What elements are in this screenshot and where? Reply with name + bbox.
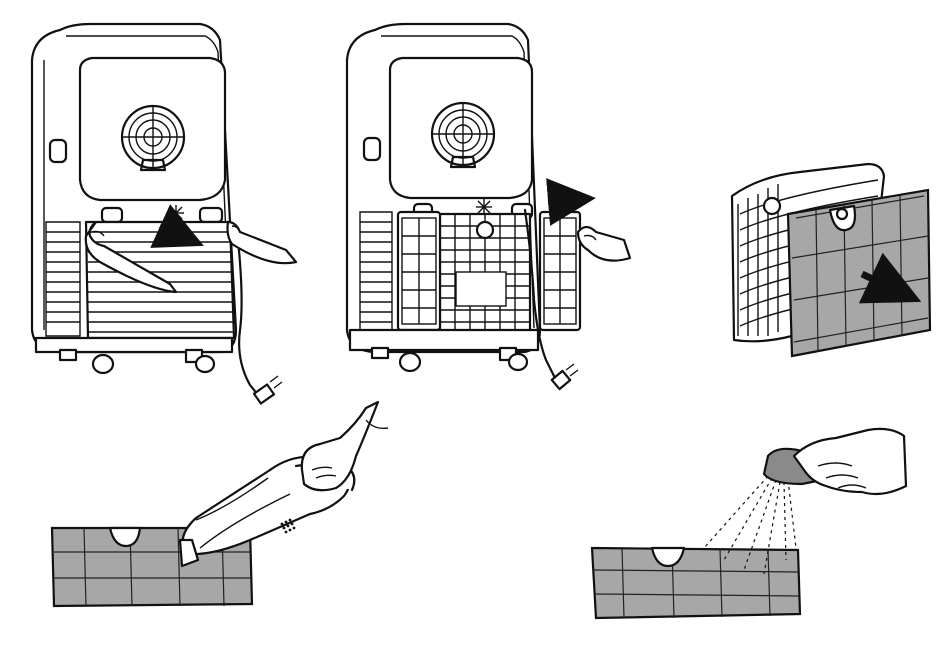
plug-icon <box>252 375 283 405</box>
snowflake-icon <box>168 205 184 221</box>
hand-icon <box>300 400 389 492</box>
hand-icon <box>576 225 632 262</box>
water-spray-icon <box>703 475 797 575</box>
arrow-icon <box>546 178 596 226</box>
vacuum-filter-icon <box>50 400 389 608</box>
vent-icon <box>280 518 296 534</box>
arrow-icon <box>858 252 922 304</box>
fan-icon <box>120 104 186 172</box>
wash-filter-icon <box>590 427 908 620</box>
arrow-icon <box>150 204 204 248</box>
hand-icon <box>84 220 178 294</box>
portable-ac-remove-rear-grille-icon <box>30 22 298 405</box>
portable-ac-remove-filter-icon <box>345 22 632 391</box>
snowflake-icon <box>476 199 492 215</box>
fan-icon <box>430 101 496 169</box>
plug-icon <box>550 363 579 391</box>
separate-filter-from-frame-icon <box>730 162 932 358</box>
hand-icon <box>792 427 908 496</box>
hand-icon <box>226 220 298 265</box>
